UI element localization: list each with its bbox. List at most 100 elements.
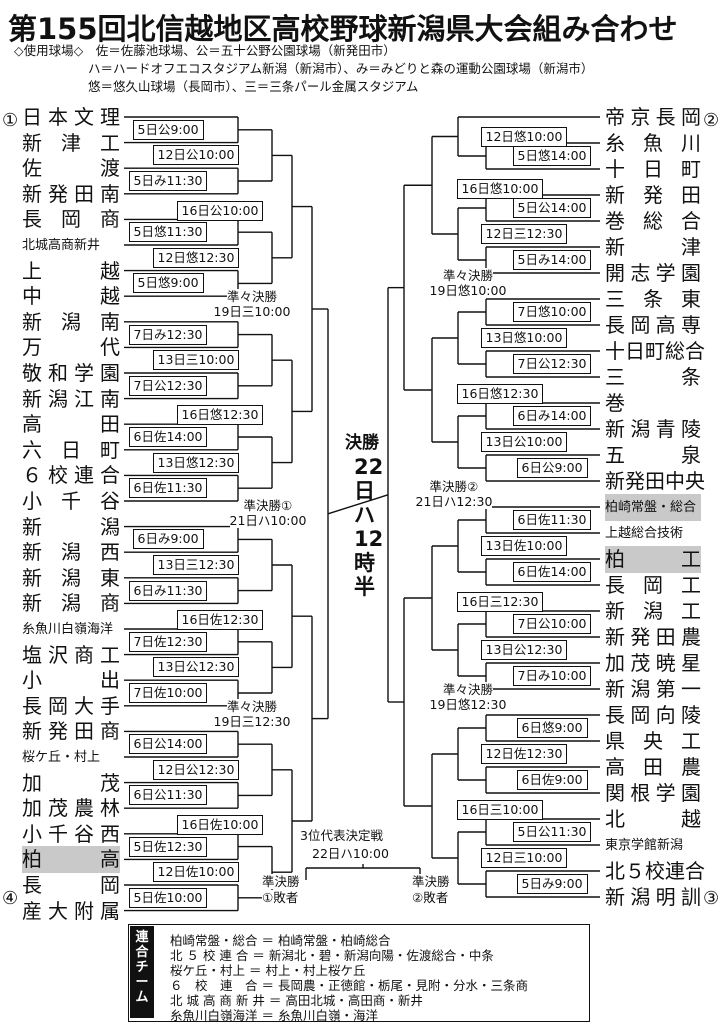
right-team: 十日町総合 — [605, 339, 705, 363]
match-time-box: 6日み11:30 — [128, 580, 208, 601]
quarterfinal-label: 準々決勝 — [227, 698, 278, 714]
match-time-box: 16日悠12:30 — [176, 405, 264, 426]
quarterfinal-label: 準々決勝 — [443, 682, 494, 697]
semifinal-2-label: 準決勝② — [429, 478, 479, 494]
match-time-box: 5日み14:00 — [512, 250, 592, 270]
right-team: 上越総合技術 — [605, 526, 684, 541]
match-time-box: 12日三12:30 — [480, 224, 568, 244]
match-time-box: 12日三10:00 — [480, 848, 568, 868]
third-place-right-1: 準決勝 — [412, 874, 450, 889]
left-team: 長岡 — [22, 873, 120, 897]
left-team: 中越 — [22, 284, 120, 309]
match-time-box: 12日佐10:00 — [152, 862, 240, 883]
right-team: 東京学館新潟 — [605, 838, 684, 853]
right-team: 新潟工 — [605, 599, 701, 623]
left-team: 小千谷西 — [22, 821, 120, 846]
semifinal-1-time: 21日ハ10:00 — [229, 512, 307, 528]
third-place-title: 3位代表決定戦 — [300, 828, 383, 843]
match-time-box: 6日公11:30 — [128, 785, 208, 806]
match-time-box: 12日佐12:30 — [480, 744, 568, 764]
match-time-box: 7日公12:30 — [512, 354, 592, 374]
left-team: 柏高 — [22, 846, 120, 874]
left-team: 新発田南 — [22, 181, 120, 206]
match-time-box: 13日佐10:00 — [480, 536, 568, 556]
match-time-box: 12日公10:00 — [152, 145, 240, 166]
match-time-box: 13日悠10:00 — [480, 328, 568, 348]
match-time-box: 6日佐14:00 — [128, 427, 208, 447]
match-time-box: 7日佐12:30 — [128, 631, 208, 652]
right-team: 三条東 — [605, 287, 701, 311]
left-team: 高田 — [22, 412, 120, 437]
left-team: 糸魚川白嶺海洋 — [22, 622, 114, 637]
match-time-box: 5日佐12:30 — [128, 836, 208, 857]
match-time-box: 16日佐10:00 — [176, 815, 264, 835]
seed-4: ④ — [2, 888, 19, 909]
left-team: 小千谷 — [22, 489, 120, 513]
legend-row: 北 城 高 商 新 井 ＝ 高田北城・高田商・新井 — [170, 993, 423, 1008]
third-place-left-2: ①敗者 — [262, 890, 299, 905]
right-team: 柏崎常盤・総合 — [605, 494, 701, 521]
right-team: 高田農 — [605, 755, 701, 779]
right-team: 県央工 — [605, 729, 701, 753]
match-time-box: 7日み10:00 — [512, 666, 592, 686]
final-schedule-char: 半 — [354, 575, 375, 599]
legend-heading-char: ム — [135, 990, 149, 1005]
right-team: 長岡向陵 — [605, 703, 701, 727]
right-team: 北５校連合 — [605, 859, 705, 883]
venue-line-3: 悠＝悠久山球場（長岡市）、三＝三条パール金属スタジアム — [88, 79, 419, 94]
venue-line-2: ハ＝ハードオフエコスタジアム新潟（新潟市）、み＝みどりと森の運動公園球場（新潟市… — [88, 61, 594, 76]
right-team: 巻総合 — [605, 209, 701, 233]
right-team: 十日町 — [605, 157, 701, 181]
match-time-box: 13日悠12:30 — [152, 452, 240, 473]
left-team: 加茂 — [22, 770, 120, 795]
left-team: 新発田商 — [22, 719, 120, 744]
right-team: 三条 — [605, 365, 701, 389]
left-team: 新潟商 — [22, 591, 120, 616]
bracket-line — [327, 494, 389, 515]
match-time-box: 16日三12:30 — [456, 592, 544, 612]
right-team: 長岡高専 — [605, 313, 701, 337]
right-team: 帝京長岡 — [605, 105, 701, 129]
left-team: 新潟江南 — [22, 386, 120, 411]
match-time-box: 16日悠12:30 — [456, 384, 544, 404]
quarterfinal-label: 準々決勝 — [443, 267, 494, 283]
right-team: 開志学園 — [605, 261, 701, 285]
seed-1: ① — [2, 110, 19, 131]
left-team: 長岡大手 — [22, 693, 120, 718]
match-time-box: 5日公9:00 — [132, 119, 204, 140]
quarterfinal-label: 準々決勝 — [227, 289, 278, 304]
final-schedule-char: 12 — [354, 527, 384, 551]
match-time-box: 13日三12:30 — [152, 555, 240, 575]
match-time-box: 6日み14:00 — [512, 406, 592, 426]
match-time-box: 5日み9:00 — [516, 874, 588, 894]
combined-teams-legend — [128, 924, 590, 1022]
match-time-box: 7日公10:00 — [512, 614, 592, 634]
match-time-box: 7日悠10:00 — [512, 302, 592, 322]
legend-heading-char: 合 — [135, 945, 149, 960]
match-time-box: 7日佐10:00 — [128, 683, 208, 703]
right-team: 新津 — [605, 235, 701, 259]
left-team: 塩沢商工 — [22, 642, 120, 667]
match-time-box: 6日み9:00 — [132, 529, 204, 550]
match-time-box: 6日佐11:30 — [512, 510, 592, 530]
match-time-box: 5日悠11:30 — [128, 222, 208, 243]
match-time-box: 5日公14:00 — [512, 198, 592, 218]
legend-row: 北 ５ 校 連 合 ＝ 新潟北・碧・新潟向陽・佐渡総合・中条 — [170, 948, 494, 963]
left-team: 六日町 — [22, 437, 120, 462]
match-time-box: 6日公9:00 — [516, 458, 588, 478]
left-team: 新津工 — [22, 130, 120, 155]
right-team: 北越 — [605, 807, 701, 831]
match-time-box: 13日公12:30 — [152, 657, 240, 678]
right-team: 新潟青陵 — [605, 417, 701, 441]
match-time-box: 6日佐9:00 — [516, 770, 588, 790]
left-team: 日本文理 — [22, 105, 120, 129]
legend-row: 柏崎常盤・総合 ＝ 柏崎常盤・柏崎総合 — [170, 933, 391, 948]
match-time-box: 6日悠9:00 — [516, 718, 588, 738]
match-time-box: 12日悠10:00 — [480, 126, 568, 147]
right-team: 新潟明訓 — [605, 885, 701, 909]
page-title: 第155回北信越地区高校野球新潟県大会組み合わせ — [8, 12, 678, 46]
venue-line-1: ◇使用球場◇ 佐＝佐藤池球場、公＝五十公野公園球場（新発田市） — [14, 43, 396, 58]
semifinal-2-time: 21日ハ12:30 — [415, 493, 493, 509]
seed-2: ② — [703, 110, 720, 131]
left-team: 北城高商新井 — [22, 238, 101, 253]
